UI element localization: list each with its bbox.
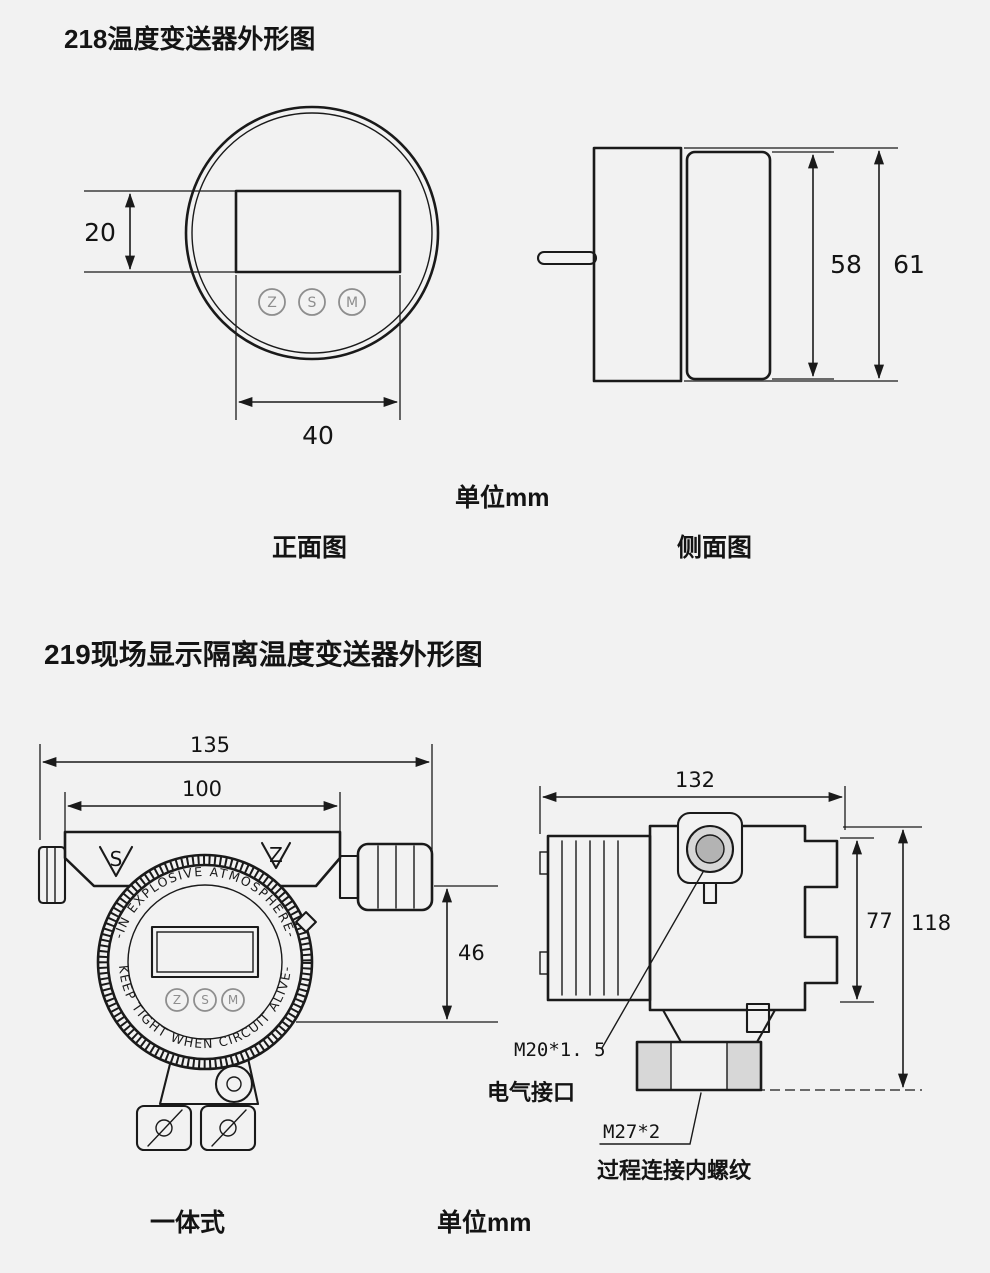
- button-z-label-219: Z: [173, 993, 181, 1007]
- housing-cover: [685, 150, 772, 381]
- main-body: [648, 824, 839, 1012]
- rim-lug: [295, 911, 317, 933]
- dim-total-height: 61: [684, 147, 925, 382]
- unit-label-218: 单位mm: [455, 483, 549, 512]
- dim-77-label: 77: [866, 909, 893, 933]
- terminal-z-label: Z: [269, 843, 283, 867]
- dim-20-label: 20: [84, 218, 116, 247]
- transmitter-219-front-view: S Z: [37, 830, 434, 912]
- dim-58-label: 58: [830, 250, 862, 279]
- dial-face: -IN EXPLOSIVE ATMOSPHERE- KEEP TIGHT WHE…: [96, 853, 317, 1071]
- button-z-label: Z: [267, 295, 277, 311]
- dim-61-label: 61: [893, 250, 925, 279]
- dim-body-height: 58: [772, 151, 862, 380]
- s-pointer-mark: [98, 845, 134, 878]
- gland-connector: [338, 854, 360, 900]
- transmitter-219-side-view: [539, 811, 839, 1092]
- transmitter-218-front-view: Z S M: [184, 105, 440, 361]
- bolt-hole-left: [155, 1119, 173, 1137]
- button-s-label: S: [308, 295, 317, 311]
- pivot-bolt: [214, 1064, 254, 1104]
- electrical-callout: M20*1. 5 电气接口: [487, 871, 704, 1105]
- zsm-buttons-219: Z S M: [165, 988, 245, 1012]
- unit-label-219: 单位mm: [437, 1208, 531, 1237]
- section-219-title: 219现场显示隔离温度变送器外形图: [44, 638, 483, 670]
- process-callout: M27*2 过程连接内螺纹: [597, 1092, 752, 1183]
- bracket-foot-right: [199, 1104, 257, 1152]
- side-view-caption: 侧面图: [677, 533, 752, 562]
- transmitter-218-side-view: [536, 146, 772, 383]
- dim-side-total-height: 118: [695, 826, 951, 1091]
- dim-overall-width: 135: [39, 733, 433, 856]
- dim-window-height: 46: [296, 885, 498, 1023]
- process-connection-label: 过程连接内螺纹: [597, 1158, 752, 1183]
- integrated-type-caption: 一体式: [150, 1209, 225, 1237]
- dim-body-width: 100: [64, 777, 341, 831]
- knurled-rim: [99, 856, 311, 1068]
- dim-118-label: 118: [911, 911, 951, 935]
- button-s-label-219: S: [201, 993, 209, 1007]
- dim-side-width: 132: [539, 768, 846, 834]
- electrical-thread-label: M20*1. 5: [514, 1039, 606, 1061]
- dim-46-label: 46: [458, 941, 485, 965]
- dim-100-label: 100: [182, 777, 222, 801]
- mounting-bracket: [135, 1038, 260, 1152]
- zsm-buttons: Z S M: [258, 288, 366, 316]
- dim-135-label: 135: [190, 733, 230, 757]
- button-m-label: M: [346, 295, 358, 311]
- housing-body: [592, 146, 683, 383]
- dim-display-height: 20: [84, 190, 236, 273]
- button-m-label-219: M: [228, 993, 238, 1007]
- terminal-housing: [63, 830, 342, 888]
- z-pointer-mark: [260, 841, 292, 870]
- electrical-port-label: 电气接口: [487, 1080, 575, 1105]
- lcd-window: [150, 925, 260, 979]
- rear-housing: [546, 834, 652, 1002]
- dim-display-width: 40: [235, 275, 401, 450]
- dim-132-label: 132: [675, 768, 715, 792]
- left-end-cap: [37, 845, 67, 905]
- front-view-caption: 正面图: [272, 534, 347, 562]
- dim-40-label: 40: [302, 421, 334, 450]
- cable-gland: [356, 842, 434, 912]
- bolt-hole-right: [219, 1119, 237, 1137]
- terminal-s-label: S: [110, 847, 123, 871]
- bracket-foot-left: [135, 1104, 193, 1152]
- section-218-title: 218温度变送器外形图: [64, 24, 315, 54]
- display-window: [234, 189, 402, 274]
- dim-side-body-height: 77: [840, 837, 893, 1003]
- process-thread-label: M27*2: [603, 1121, 660, 1143]
- sensor-probe: [536, 250, 598, 266]
